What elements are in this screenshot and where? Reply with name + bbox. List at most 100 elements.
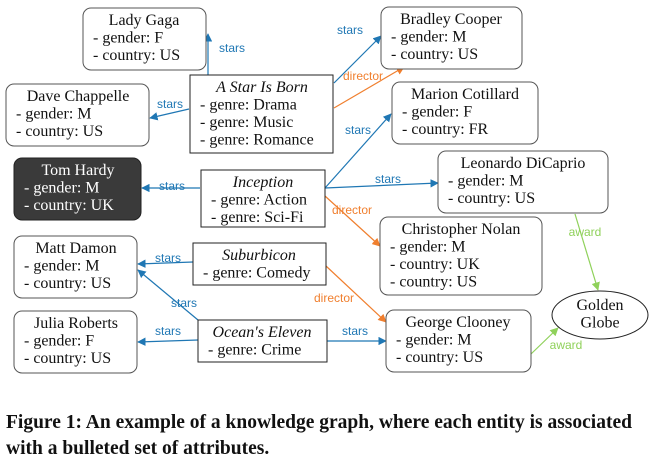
node-attribute: - genre: Crime	[208, 342, 301, 359]
edge-label-stars: stars	[337, 23, 363, 37]
node-attribute: - country: US	[24, 275, 111, 292]
node-suburbicon: Suburbicon- genre: Comedy	[192, 242, 327, 286]
node-attribute: - genre: Action	[211, 192, 307, 209]
node-shape	[197, 319, 328, 363]
node-attribute: - country: US	[390, 274, 477, 291]
edge-label-stars: stars	[155, 324, 181, 338]
node-title: Dave Chappelle	[27, 88, 130, 105]
node-leonardo-dicaprio: Leonardo DiCaprio- gender: M- country: U…	[437, 150, 609, 214]
node-julia-roberts: Julia Roberts- gender: F- country: US	[13, 310, 138, 374]
node-shape	[5, 83, 150, 147]
node-lady-gaga: Lady Gaga- gender: F- country: US	[82, 7, 207, 71]
node-attribute: - country: UK	[24, 197, 114, 214]
edge-label-stars: stars	[171, 296, 197, 310]
node-a-star-is-born: A Star Is Born- genre: Drama- genre: Mus…	[189, 74, 334, 154]
node-bradley-cooper: Bradley Cooper- gender: M- country: US	[380, 6, 523, 70]
edge-label-stars: stars	[375, 172, 401, 186]
edge-stars-a_star_is_born-to-dave_chappelle	[149, 108, 190, 121]
edge-label-director: director	[343, 69, 383, 83]
edge-director-a_star_is_born-to-bradley_cooper	[333, 66, 405, 109]
node-tom-hardy: Tom Hardy- gender: M- country: UK	[13, 157, 142, 221]
node-attribute: - country: US	[24, 350, 111, 367]
edge-label-stars: stars	[219, 41, 245, 55]
node-shape	[13, 235, 138, 299]
node-attribute: - genre: Comedy	[203, 265, 311, 282]
node-layer: Lady Gaga- gender: F- country: USBradley…	[5, 6, 649, 374]
node-title: A Star Is Born	[215, 79, 308, 96]
node-shape	[551, 290, 649, 340]
edge-stars-suburbicon-to-matt_damon	[137, 259, 194, 268]
node-title: Suburbicon	[222, 247, 296, 264]
node-shape	[13, 310, 138, 374]
node-attribute: - gender: M	[391, 29, 467, 46]
node-attribute: - genre: Music	[200, 114, 293, 131]
node-marion-cotillard: Marion Cotillard- gender: F- country: FR	[391, 81, 539, 145]
node-title: Bradley Cooper	[400, 11, 502, 28]
edge-stars-inception-to-leonardo_dicaprio	[324, 179, 439, 189]
node-attribute: - country: US	[93, 47, 180, 64]
node-christopher-nolan: Christopher Nolan- gender: M- country: U…	[379, 216, 543, 296]
edge-label-stars: stars	[342, 324, 368, 338]
node-shape	[437, 150, 609, 214]
edge-label-stars: stars	[157, 97, 183, 111]
node-shape	[192, 242, 327, 286]
figure-caption: Figure 1: An example of a knowledge grap…	[6, 412, 632, 459]
edge-award-leonardo_dicaprio-to-golden_globe	[574, 213, 600, 291]
edge-director-suburbicon-to-george_clooney	[325, 265, 387, 323]
edge-layer: stars stars director stars stars stars stars di…	[137, 23, 602, 355]
node-attribute: - country: FR	[402, 121, 489, 138]
node-attribute: Globe	[580, 315, 619, 332]
edge-label-award: award	[550, 338, 583, 352]
node-shape	[189, 74, 334, 154]
node-shape	[380, 6, 523, 70]
edge-label-stars: stars	[345, 123, 371, 137]
node-title: Matt Damon	[35, 240, 116, 257]
node-oceans-eleven: Ocean's Eleven- genre: Crime	[197, 319, 328, 363]
node-attribute: - gender: M	[24, 180, 100, 197]
node-attribute: - genre: Sci-Fi	[211, 209, 304, 226]
node-george-clooney: George Clooney- gender: M- country: US	[385, 309, 532, 373]
node-attribute: - country: US	[448, 190, 535, 207]
edge-stars-a_star_is_born-to-bradley_cooper	[333, 35, 382, 84]
edge-label-stars: stars	[159, 179, 185, 193]
node-title: Ocean's Eleven	[213, 324, 312, 341]
node-title: Julia Roberts	[34, 315, 118, 332]
node-shape	[200, 169, 326, 228]
node-attribute: - gender: M	[390, 239, 466, 256]
node-attribute: - country: US	[396, 349, 483, 366]
edge-director-inception-to-christopher_nolan	[324, 195, 381, 247]
node-attribute: - gender: M	[24, 258, 100, 275]
edge-label-director: director	[314, 291, 354, 305]
node-title: Christopher Nolan	[402, 221, 521, 238]
node-attribute: - genre: Drama	[200, 97, 297, 114]
node-dave-chappelle: Dave Chappelle- gender: M- country: US	[5, 83, 150, 147]
edge-label-director: director	[332, 203, 372, 217]
node-attribute: - country: US	[391, 46, 478, 63]
node-shape	[385, 309, 532, 373]
edge-stars-inception-to-marion_cotillard	[324, 113, 392, 189]
node-title: Leonardo DiCaprio	[461, 155, 586, 172]
edge-label-award: award	[569, 225, 602, 239]
node-attribute: - gender: M	[396, 332, 472, 349]
node-attribute: - gender: F	[402, 104, 472, 121]
edge-label-stars: stars	[155, 251, 181, 265]
node-title: Inception	[232, 174, 293, 191]
node-matt-damon: Matt Damon- gender: M- country: US	[13, 235, 138, 299]
node-shape	[379, 216, 543, 296]
node-attribute: - gender: F	[93, 30, 163, 47]
node-attribute: - country: US	[16, 123, 103, 140]
node-title: Golden	[576, 297, 623, 314]
edge-award-george_clooney-to-golden_globe	[530, 327, 559, 355]
edge-stars-oceans_eleven-to-julia_roberts	[137, 337, 199, 346]
node-attribute: - gender: M	[448, 173, 524, 190]
node-shape	[391, 81, 539, 145]
node-title: Tom Hardy	[41, 162, 114, 179]
node-attribute: - gender: M	[16, 106, 92, 123]
node-title: George Clooney	[405, 314, 510, 331]
node-title: Lady Gaga	[109, 12, 180, 29]
node-shape	[13, 157, 142, 221]
node-attribute: - gender: F	[24, 333, 94, 350]
node-inception: Inception- genre: Action- genre: Sci-Fi	[200, 169, 326, 228]
node-attribute: - country: UK	[390, 256, 480, 273]
